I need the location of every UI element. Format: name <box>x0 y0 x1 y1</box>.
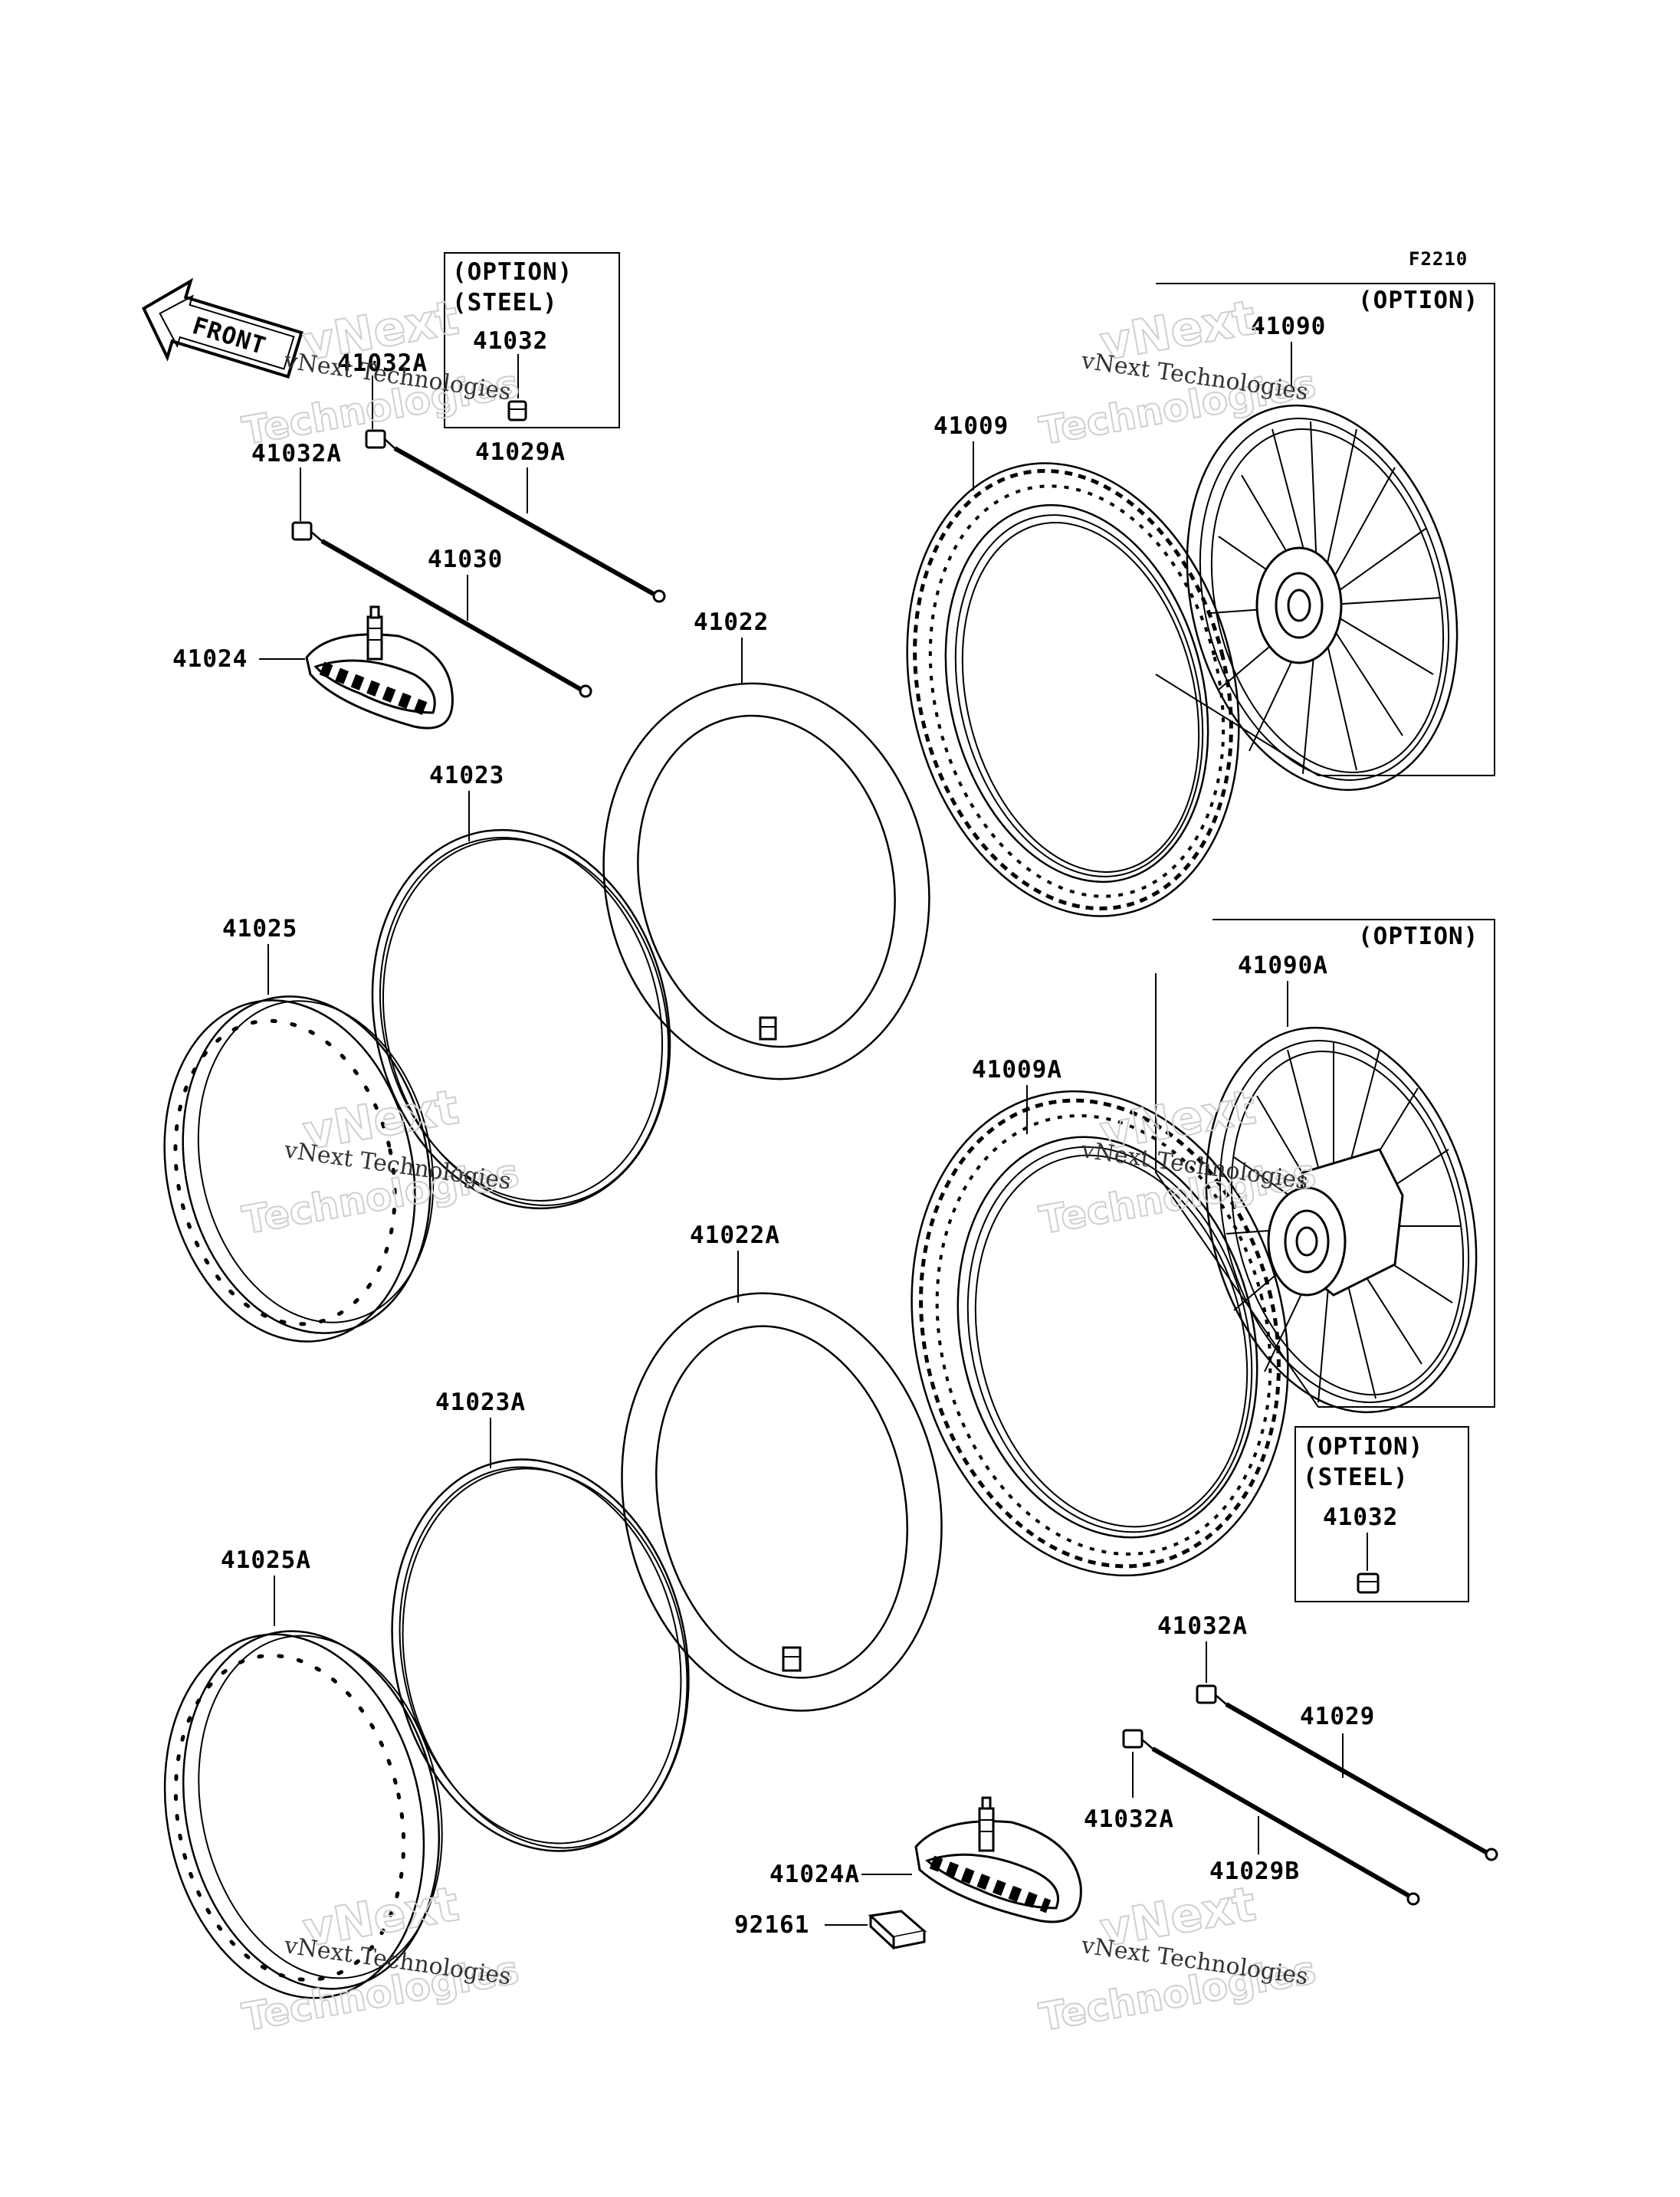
option-steel-top-part: 41032 <box>473 327 548 355</box>
rim-tape-41023A <box>391 1458 690 1852</box>
option-mid-wheel-title: (OPTION) <box>1358 923 1478 950</box>
valve-nut-icon <box>1357 1572 1380 1594</box>
wheel-41090A <box>1205 1026 1478 1414</box>
spoke-nipple-icon <box>365 429 395 449</box>
inner-tube-41022 <box>602 682 930 1080</box>
spoke-41029 <box>1225 1702 1491 1857</box>
rim-band-41024 <box>305 605 454 730</box>
spoke-nipple-icon <box>1196 1684 1227 1705</box>
spoke-41029B <box>1151 1746 1413 1900</box>
label-41022A: 41022A <box>690 1221 780 1249</box>
label-41024A: 41024A <box>769 1861 860 1888</box>
label-41025A: 41025A <box>221 1546 311 1574</box>
option-steel-top-line2: (STEEL) <box>452 289 558 316</box>
option-box-wheel-41090: (OPTION) 41090 <box>1155 283 1495 792</box>
label-41029A: 41029A <box>475 438 566 466</box>
label-41032A-second: 41032A <box>251 440 342 467</box>
label-92161: 92161 <box>734 1911 809 1939</box>
spoke-41029A <box>393 446 659 598</box>
inner-tube-41022A <box>621 1292 943 1712</box>
label-41023A: 41023A <box>435 1389 526 1416</box>
label-41030: 41030 <box>428 546 503 573</box>
option-top-wheel-title: (OPTION) <box>1358 287 1478 314</box>
option-box-steel-bottom: (OPTION) (STEEL) 41032 <box>1294 1426 1469 1602</box>
rim-band-41024A <box>914 1796 1082 1923</box>
tire-41009A <box>911 1090 1289 1577</box>
label-41032A-top: 41032A <box>337 349 428 377</box>
rim-41025 <box>163 995 435 1343</box>
option-box-steel-top: (OPTION) (STEEL) 41032 <box>444 252 620 428</box>
option-box-wheel-41090A: (OPTION) 41090A <box>1155 919 1495 1414</box>
tire-41009 <box>906 462 1240 917</box>
spoke-41030 <box>320 539 586 694</box>
label-41029: 41029 <box>1300 1703 1375 1730</box>
label-41090: 41090 <box>1251 313 1326 340</box>
label-41090A: 41090A <box>1238 952 1328 979</box>
label-41032A-third: 41032A <box>1157 1612 1248 1640</box>
watermark: vNext Technologies vNext Technologies vN… <box>238 288 1320 2040</box>
front-arrow-icon: FRONT <box>141 277 304 379</box>
wheel-41090 <box>1186 404 1459 792</box>
label-41029B: 41029B <box>1209 1858 1300 1885</box>
label-41023: 41023 <box>429 762 504 789</box>
option-steel-bottom-line2: (STEEL) <box>1303 1464 1409 1491</box>
label-41024: 41024 <box>172 645 248 673</box>
label-41032A-fourth: 41032A <box>1084 1805 1174 1833</box>
label-41009: 41009 <box>934 412 1009 440</box>
option-steel-bottom-line1: (OPTION) <box>1303 1433 1423 1461</box>
diagram-code: F2210 <box>1409 248 1468 270</box>
rim-41025A <box>163 1630 443 1999</box>
rim-lock-nut-92161 <box>868 1910 927 1949</box>
option-steel-top-line1: (OPTION) <box>452 258 573 286</box>
spoke-nipple-icon <box>1122 1729 1153 1749</box>
label-41022: 41022 <box>694 608 769 636</box>
valve-nut-icon <box>507 400 527 421</box>
option-steel-bottom-part: 41032 <box>1323 1503 1398 1531</box>
spoke-nipple-icon <box>291 521 323 542</box>
label-41009A: 41009A <box>972 1056 1062 1084</box>
label-41025: 41025 <box>222 915 297 943</box>
